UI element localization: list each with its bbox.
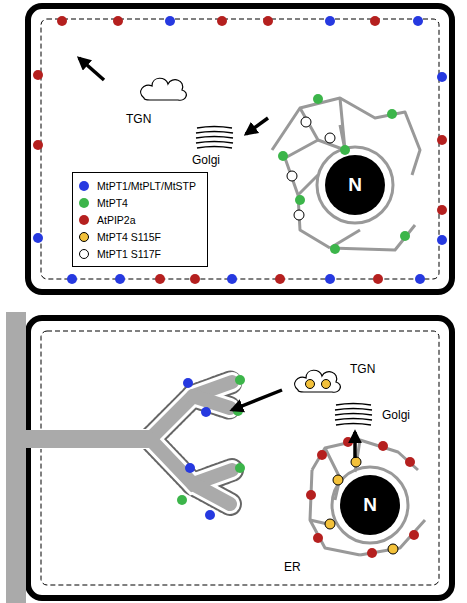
- tgn-vesicles: [141, 78, 187, 100]
- arbuscule: [6, 312, 232, 603]
- periarbuscular-proteins: [177, 375, 245, 520]
- legend-swatch: [79, 232, 89, 242]
- legend-swatch: [79, 181, 89, 191]
- legend-text: MtPT1/MtPLT/MtSTP: [97, 180, 196, 192]
- cell-wall: [28, 318, 452, 598]
- legend: MtPT1/MtPLT/MtSTP MtPT4AtPIP2aMtPT4 S115F…: [72, 172, 208, 267]
- cargo-dot: [322, 380, 331, 389]
- nucleus-label: N: [348, 174, 362, 196]
- legend-swatch: [79, 249, 89, 259]
- plasma-membrane: [41, 19, 439, 279]
- traffic-arrow: [246, 118, 268, 134]
- organelle-label: Golgi: [192, 153, 220, 167]
- organelle-label: TGN: [126, 112, 151, 126]
- nucleus-label: N: [363, 494, 377, 516]
- traffic-arrow: [232, 390, 282, 410]
- legend-row: MtPT4 S115F: [79, 228, 201, 245]
- legend-swatch: [79, 215, 89, 225]
- nucleus: N: [325, 155, 385, 215]
- membrane-proteins: [33, 16, 447, 284]
- legend-text: MtPT4: [97, 197, 128, 209]
- legend-row: AtPIP2a: [79, 211, 201, 228]
- legend-row: MtPT4: [79, 194, 201, 211]
- legend-row: MtPT1/MtPLT/MtSTP: [79, 177, 201, 194]
- cargo-dot: [306, 380, 315, 389]
- plasma-membrane: [41, 331, 439, 585]
- organelle-label: TGN: [350, 362, 375, 376]
- golgi-stack: [335, 404, 372, 426]
- er-network: [310, 440, 425, 555]
- legend-text: MtPT1 S117F: [97, 248, 161, 260]
- organelle-label: Golgi: [382, 408, 410, 422]
- legend-text: AtPIP2a: [97, 214, 136, 226]
- golgi-stack: [196, 127, 233, 149]
- cell-wall: [28, 6, 452, 292]
- traffic-arrow: [79, 58, 104, 80]
- er-cargo: [306, 437, 419, 558]
- er-network: [272, 98, 420, 250]
- traffic-arrow: [353, 432, 357, 458]
- organelle-label: ER: [284, 560, 301, 574]
- tgn-vesicles: [295, 370, 341, 392]
- legend-text: MtPT4 S115F: [97, 231, 161, 243]
- er-cargo: [278, 94, 410, 254]
- nucleus: N: [340, 475, 400, 535]
- legend-swatch: [79, 198, 89, 208]
- legend-row: MtPT1 S117F: [79, 245, 201, 262]
